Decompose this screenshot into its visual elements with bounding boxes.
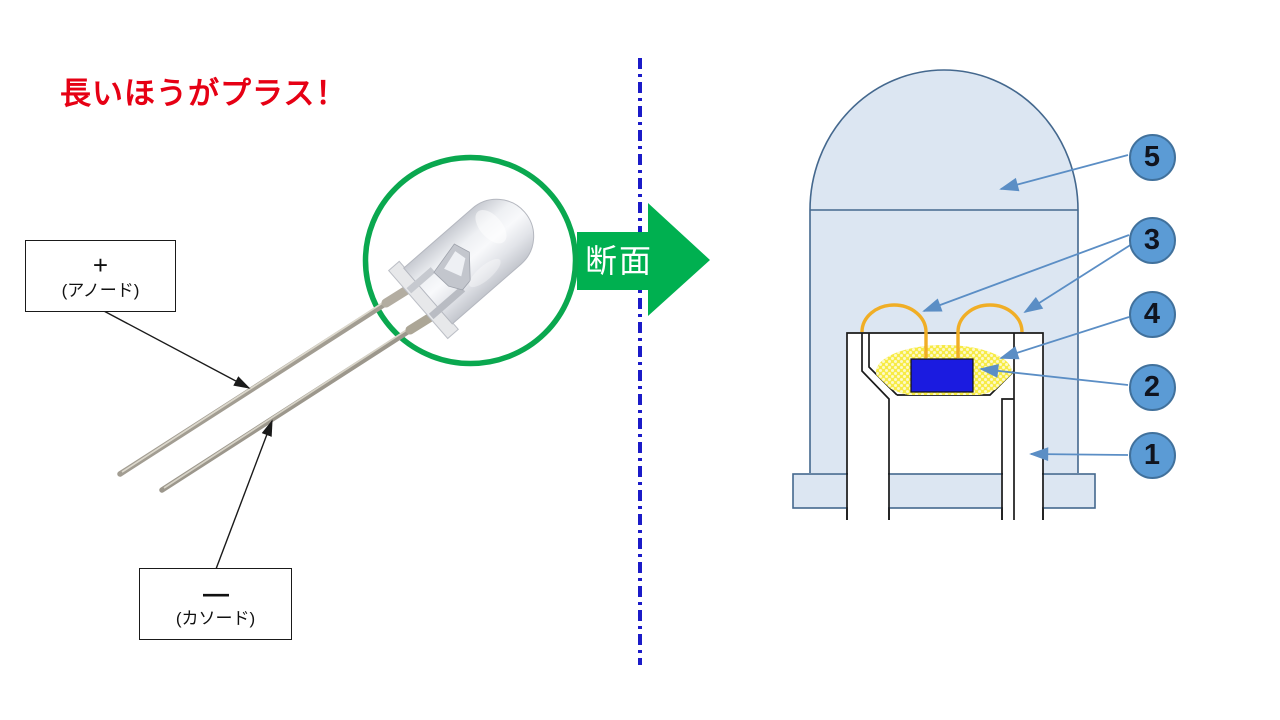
led-legs	[117, 278, 447, 493]
cathode-lead-leg	[159, 308, 443, 493]
callout-circle-5: 5	[1128, 133, 1176, 181]
callout-number-2: 2	[1143, 370, 1161, 403]
dome-highlight	[475, 209, 507, 244]
led-cross-section	[792, 69, 1133, 520]
callout-number-3: 3	[1143, 223, 1161, 256]
callout-number-4: 4	[1143, 297, 1161, 330]
slide-title: 長いほうがプラス！	[60, 76, 348, 111]
cathode-sign: —	[203, 578, 229, 609]
cathode-leg-highlight	[163, 308, 439, 489]
anode-sign: +	[92, 250, 109, 281]
right-lead-through	[1003, 473, 1042, 520]
callout-circle-4: 4	[1128, 290, 1176, 338]
internal-cathode-post	[428, 286, 466, 320]
internal-cup-highlight	[444, 251, 466, 277]
anode-lead-leg	[117, 281, 419, 477]
body-highlight	[469, 258, 501, 288]
cathode-label-box: — (カソード)	[139, 568, 292, 640]
left-lead-through	[848, 473, 888, 520]
cross-section-arrow-label: 断面	[584, 243, 654, 280]
internal-anode-post	[406, 267, 436, 294]
callout-number-1: 1	[1143, 438, 1161, 471]
callout-leaders	[922, 154, 1133, 462]
epoxy-body-outline	[809, 69, 1079, 473]
anode-pointer-line	[101, 309, 251, 389]
anode-name: (アノード)	[61, 281, 140, 301]
epoxy-flange	[792, 473, 1096, 509]
callout-leader-2	[979, 364, 1129, 386]
anode-leg-highlight	[121, 281, 415, 473]
led-chip	[910, 358, 974, 393]
callout-number-5: 5	[1143, 140, 1161, 173]
bond-wire-right	[956, 303, 1024, 358]
cross-section-arrow	[577, 203, 710, 316]
callout-circle-1: 1	[1128, 431, 1176, 479]
led-body	[387, 198, 535, 340]
bond-wire-left	[860, 303, 928, 358]
callout-leader-1	[1029, 447, 1129, 462]
callout-leader-3b	[1023, 243, 1133, 314]
callout-leader-3a	[922, 234, 1130, 312]
lead-through-outlines	[846, 473, 1044, 520]
callout-leader-5	[999, 154, 1129, 192]
callout-circle-3: 3	[1128, 216, 1176, 264]
anode-label-box: + (アノード)	[25, 240, 176, 312]
highlight-circle	[362, 154, 579, 367]
cathode-pointer-line	[215, 419, 273, 570]
callout-circle-2: 2	[1128, 363, 1176, 411]
callout-leader-4	[999, 316, 1130, 360]
cathode-name: (カソード)	[175, 609, 256, 629]
